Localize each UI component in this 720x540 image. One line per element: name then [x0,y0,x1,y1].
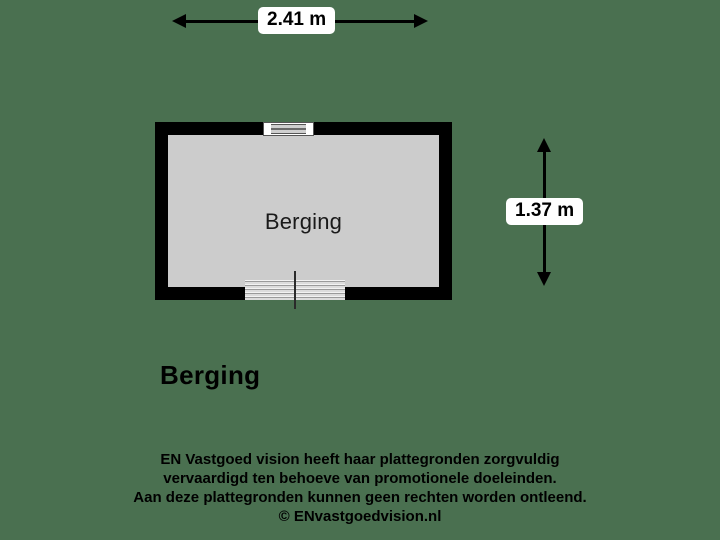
footer-line-2: vervaardigd ten behoeve van promotionele… [163,470,557,487]
footer-disclaimer: EN Vastgoed vision heeft haar plattegron… [0,450,720,526]
room-berging: Berging [155,122,452,309]
window-icon [263,122,314,136]
footer-copyright: © ENvastgoedvision.nl [278,508,442,525]
room-label: Berging [264,209,343,234]
plan-title: Berging [160,360,261,390]
door-icon [245,271,345,309]
door-center-divider [294,271,296,309]
arrow-down-icon [537,272,551,286]
footer-line-1: EN Vastgoed vision heeft haar plattegron… [160,451,560,468]
width-dimension-label: 2.41 m [258,7,336,34]
arrow-right-icon [414,14,428,28]
window-pane [271,124,306,134]
arrow-left-icon [172,14,186,28]
room-floor: Berging [168,135,439,287]
height-dimension-label: 1.37 m [506,198,584,225]
arrow-up-icon [537,138,551,152]
footer-line-3: Aan deze plattegronden kunnen geen recht… [133,489,587,506]
